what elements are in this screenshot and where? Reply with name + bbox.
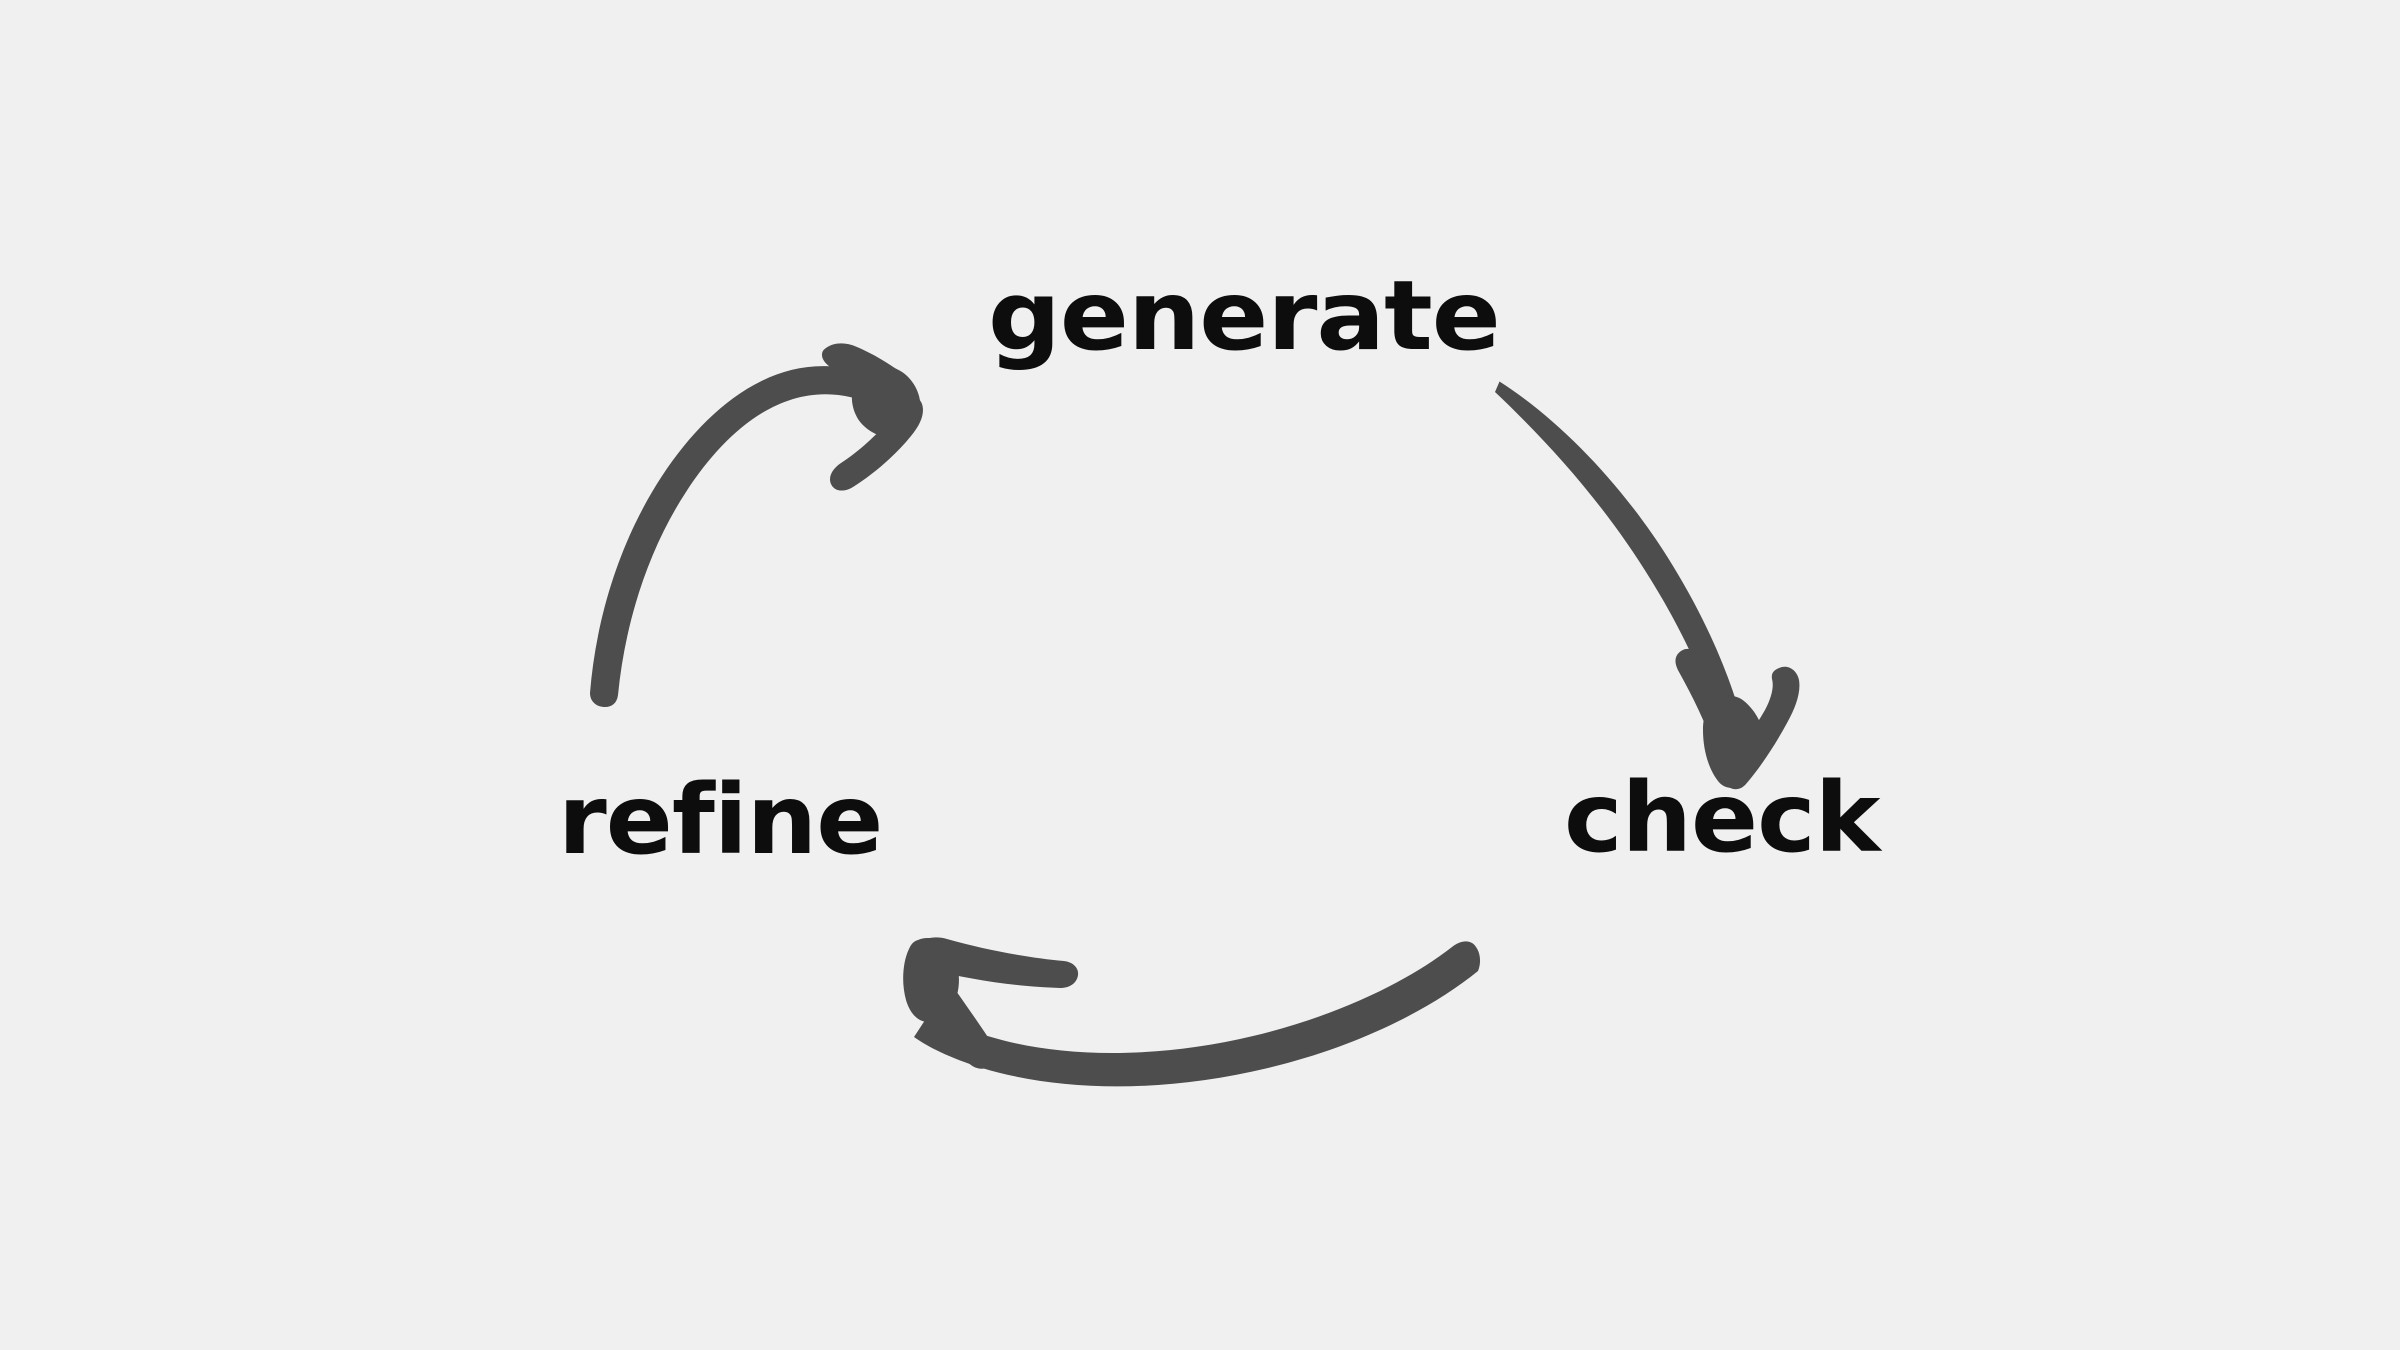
arrow-check-to-refine-tip [903,938,959,1023]
stage-label-check: check [1564,762,1880,874]
arrow-generate-to-check [1495,381,1800,790]
arrow-generate-to-check-tip [1703,695,1764,788]
arrow-refine-to-generate [590,343,923,707]
stage-label-refine: refine [558,764,883,876]
arrow-check-to-refine [903,937,1481,1087]
arrow-check-to-refine-barb-upper [912,937,1079,988]
arrow-check-to-refine-shaft [914,941,1481,1087]
arrow-refine-to-generate-tip [851,365,921,438]
arrow-refine-to-generate-shaft [590,366,889,707]
stage-label-generate: generate [988,260,1501,372]
